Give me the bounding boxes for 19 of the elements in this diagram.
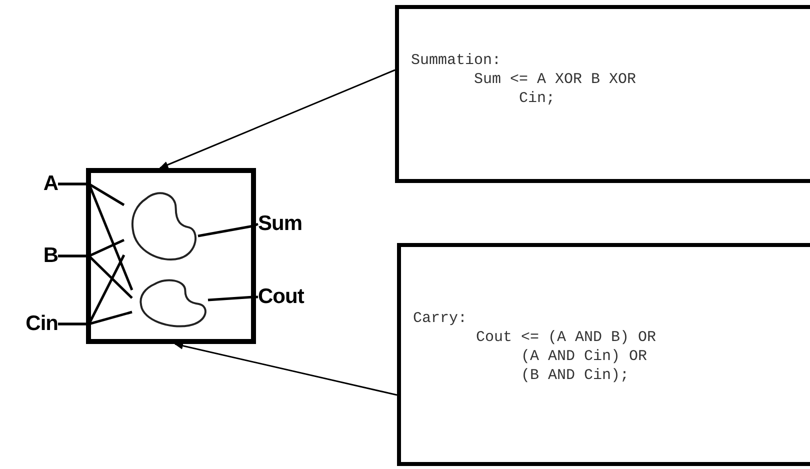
- signal-label: B: [43, 244, 58, 268]
- wire: [58, 310, 132, 326]
- arrow: [159, 69, 396, 169]
- signal-label: Sum: [258, 212, 302, 236]
- code-heading: Summation:: [411, 51, 502, 70]
- wire: [208, 296, 258, 302]
- code-heading: Carry:: [413, 309, 468, 328]
- code-box: [395, 5, 810, 183]
- signal-label: A: [43, 172, 58, 196]
- code-statement: Sum <= A XOR B XOR Cin;: [474, 70, 638, 108]
- code-statement: Cout <= (A AND B) OR (A AND Cin) OR (B AND Cin);: [476, 328, 658, 385]
- adder-block: [86, 168, 256, 344]
- wire: [198, 222, 258, 238]
- signal-label: Cout: [258, 285, 304, 309]
- wire: [58, 254, 133, 299]
- wire: [58, 182, 134, 290]
- arrow: [174, 342, 398, 396]
- signal-label: Cin: [26, 312, 58, 336]
- code-box: [397, 243, 810, 466]
